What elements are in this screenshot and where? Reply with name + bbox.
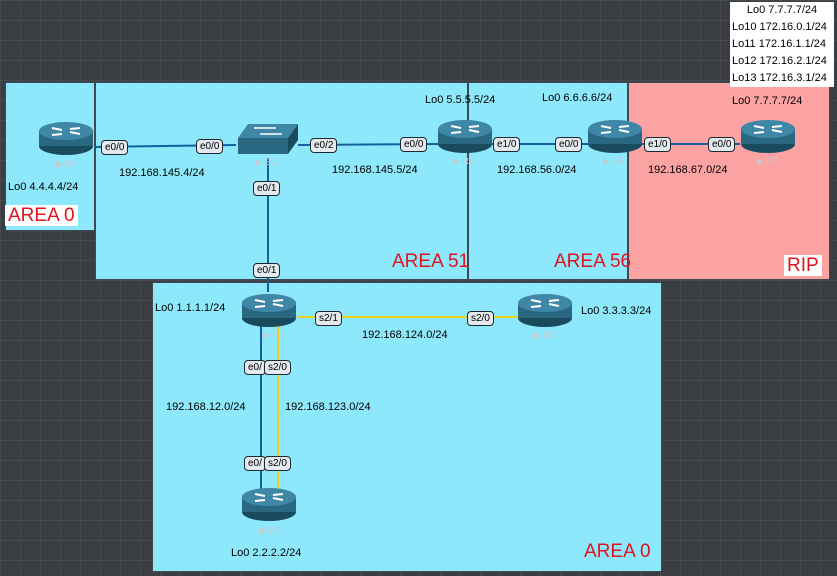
loopback-r7: Lo0 7.7.7.7/24 [732,95,803,107]
port-r2-e0: e0/ [244,456,266,471]
subnet-r5-r6: 192.168.56.0/24 [497,164,577,176]
router-r5-icon[interactable] [437,118,493,154]
area-label-left: AREA 0 [5,205,78,226]
subnet-r1-r2-ethernet: 192.168.12.0/24 [166,401,246,413]
port-r3-s2-0: s2/0 [467,311,494,326]
note-line: Lo12 172.16.2.1/24 [732,55,827,67]
subnet-sw-r5: 192.168.145.5/24 [332,164,418,176]
port-r4-e0-0: e0/0 [101,140,129,155]
device-label-r6: ▶ R6 [603,156,624,166]
area-0-bottom [152,282,662,572]
device-label-r2: ▶ R2 [260,525,281,535]
subnet-r1-r3: 192.168.124.0/24 [362,329,448,341]
port-r2-s2-0: s2/0 [264,456,291,471]
loopback-r5: Lo0 5.5.5.5/24 [425,94,496,106]
device-label-r3: ▶ R3 [534,330,555,340]
note-line: Lo13 172.16.3.1/24 [732,72,827,84]
loopback-r2: Lo0 2.2.2.2/24 [231,547,302,559]
device-label-r4: ▶ R4 [56,159,77,169]
port-sw-e0-2: e0/2 [310,138,338,153]
subnet-r1-r2-serial: 192.168.123.0/24 [285,401,371,413]
port-r1-s2-1: s2/1 [315,311,342,326]
port-r5-e0-0: e0/0 [400,137,428,152]
device-label-sw: ▶ SW [255,157,279,167]
note-line: Lo0 7.7.7.7/24 [746,4,818,16]
note-line: Lo10 172.16.0.1/24 [732,21,827,33]
rip-loopback-note: Lo0 7.7.7.7/24 Lo10 172.16.0.1/24 Lo11 1… [730,2,834,87]
area-label-rip: RIP [784,255,822,276]
device-label-r1: ▶ R1 [263,330,284,340]
port-sw-e0-1: e0/1 [253,181,281,196]
loopback-r4: Lo0 4.4.4.4/24 [8,181,79,193]
loopback-r3: Lo0 3.3.3.3/24 [581,305,652,317]
port-sw-e0-0: e0/0 [196,139,224,154]
router-r4-icon[interactable] [38,120,94,156]
area-56 [468,82,628,280]
loopback-r1: Lo0 1.1.1.1/24 [155,302,226,314]
note-line: Lo11 172.16.1.1/24 [732,38,826,50]
switch-sw-icon[interactable] [236,122,298,156]
device-label-r5: ▶ R5 [453,156,474,166]
port-r6-e1-0: e1/0 [644,137,672,152]
router-r1-icon[interactable] [241,292,297,328]
area-label-bottom: AREA 0 [584,541,651,562]
router-r7-icon[interactable] [740,118,796,154]
device-label-r7: ▶ R7 [757,156,778,166]
loopback-r6: Lo0 6.6.6.6/24 [542,92,613,104]
port-r5-e1-0: e1/0 [493,137,521,152]
subnet-r4-sw: 192.168.145.4/24 [119,167,205,179]
port-r1-e0-1: e0/1 [253,263,281,278]
area-label-56: AREA 56 [554,251,632,272]
router-r3-icon[interactable] [517,292,573,328]
port-r6-e0-0: e0/0 [555,137,583,152]
router-r2-icon[interactable] [241,486,297,522]
area-51 [95,82,468,280]
subnet-r6-r7: 192.168.67.0/24 [648,164,728,176]
port-r1-e0: e0/ [244,360,266,375]
port-r7-e0-0: e0/0 [708,137,736,152]
port-r1-s2-0: s2/0 [264,360,291,375]
router-r6-icon[interactable] [587,118,643,154]
area-label-51: AREA 51 [392,251,470,272]
rip-area [628,82,830,280]
